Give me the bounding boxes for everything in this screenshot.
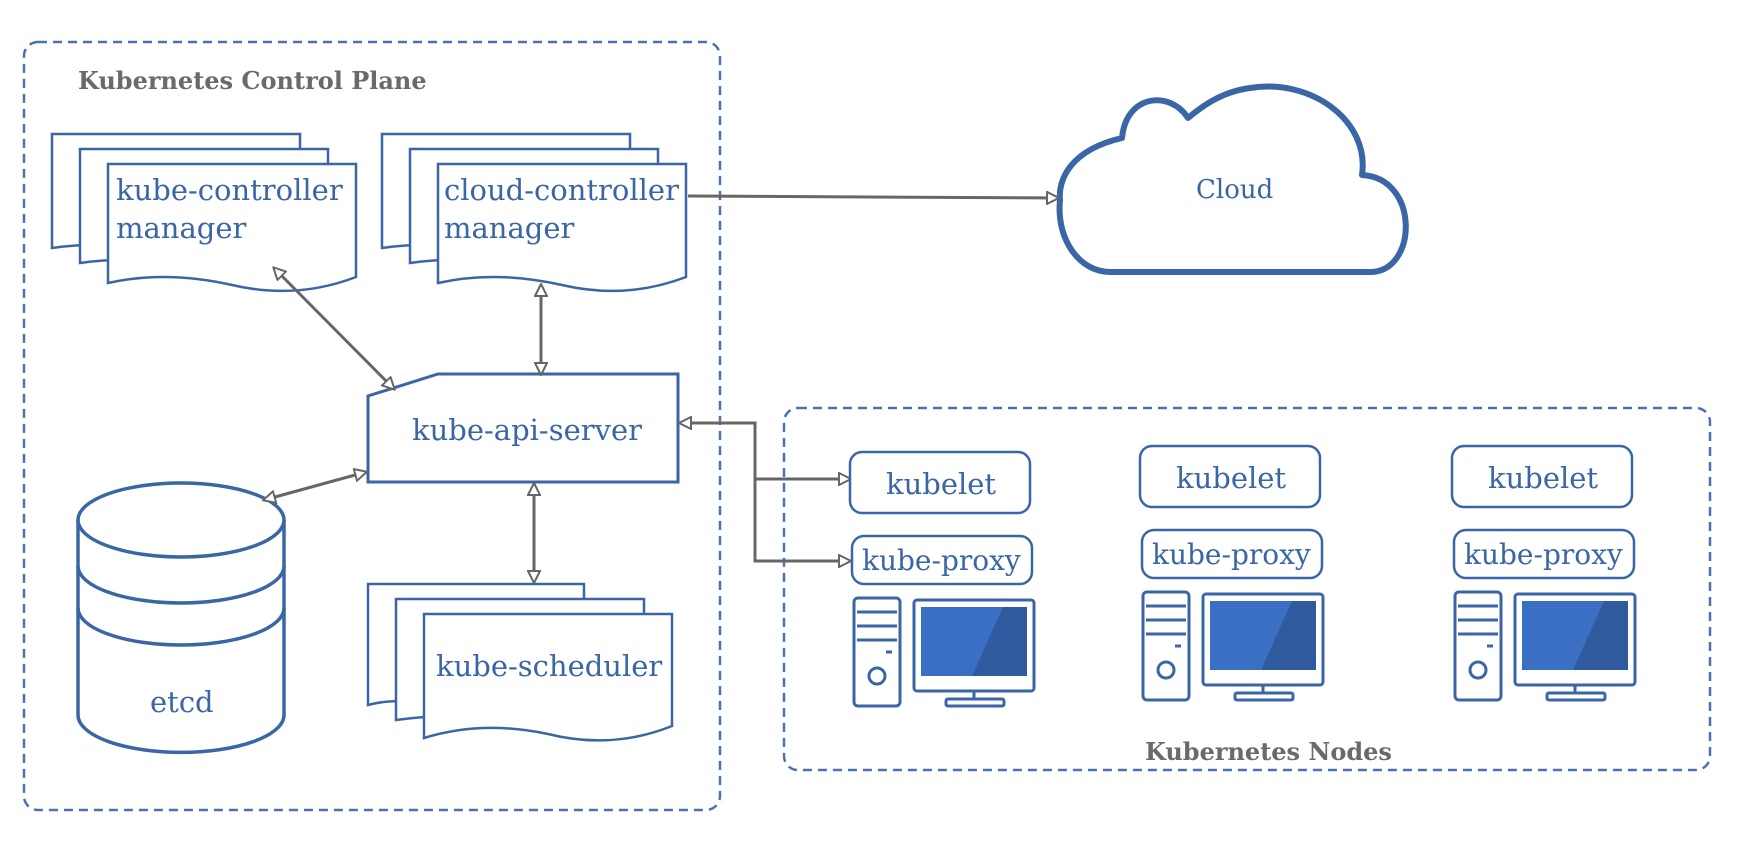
cloud-controller-manager: cloud-controller manager (380, 132, 688, 293)
arrow-apiserver-kubelet (680, 423, 850, 479)
kube-proxy-box (1140, 528, 1324, 580)
computer-icon (1453, 590, 1637, 702)
kubelet-label: kubelet (1488, 461, 1598, 495)
kube-api-server-label: kube-api-server (412, 413, 642, 447)
node-2: kubelet kube-proxy (1138, 444, 1325, 702)
kube-controller-manager-label-line2: manager (116, 211, 246, 245)
control-plane-title: Kubernetes Control Plane (78, 66, 427, 95)
arrow-etcd-apiserver (264, 472, 366, 500)
computer-icon (852, 596, 1036, 708)
kubelet-label: kubelet (1176, 461, 1286, 495)
cloud-controller-manager-label-line2: manager (444, 211, 574, 245)
kubelet-label: kubelet (886, 467, 996, 501)
nodes-group: Kubernetes Nodes (782, 406, 1712, 772)
connections (264, 196, 1058, 582)
kubelet-box (1138, 444, 1322, 509)
kube-scheduler: kube-scheduler (366, 582, 674, 742)
arrow-ccm-cloud (687, 196, 1058, 198)
control-plane-group: Kubernetes Control Plane (22, 40, 722, 812)
etcd-database: etcd (76, 481, 286, 755)
kubelet-box (1450, 444, 1634, 509)
kube-proxy-box (1452, 528, 1636, 580)
kube-proxy-label: kube-proxy (1152, 538, 1311, 571)
kube-api-server: kube-api-server (366, 372, 680, 484)
computer-icon (1141, 590, 1325, 702)
kube-scheduler-label: kube-scheduler (436, 649, 662, 683)
control-plane-border (22, 40, 722, 812)
cloud-label: Cloud (1196, 175, 1273, 205)
kube-proxy-label: kube-proxy (1464, 538, 1623, 571)
cloud-controller-manager-label-line1: cloud-controller (444, 173, 679, 207)
arrow-apiserver-kubeproxy (753, 479, 850, 561)
kube-proxy-label: kube-proxy (862, 544, 1021, 577)
etcd-label: etcd (150, 685, 214, 719)
cloud: Cloud (1056, 83, 1409, 275)
nodes-border (782, 406, 1712, 772)
node-3: kubelet kube-proxy (1450, 444, 1637, 702)
arrow-kcm-apiserver (274, 268, 394, 389)
kubelet-box (848, 450, 1032, 515)
kube-controller-manager-label-line1: kube-controller (116, 173, 343, 207)
kube-proxy-box (850, 534, 1034, 586)
nodes-title: Kubernetes Nodes (1145, 737, 1392, 766)
node-1: kubelet kube-proxy (848, 450, 1036, 708)
kube-controller-manager: kube-controller manager (50, 132, 358, 293)
